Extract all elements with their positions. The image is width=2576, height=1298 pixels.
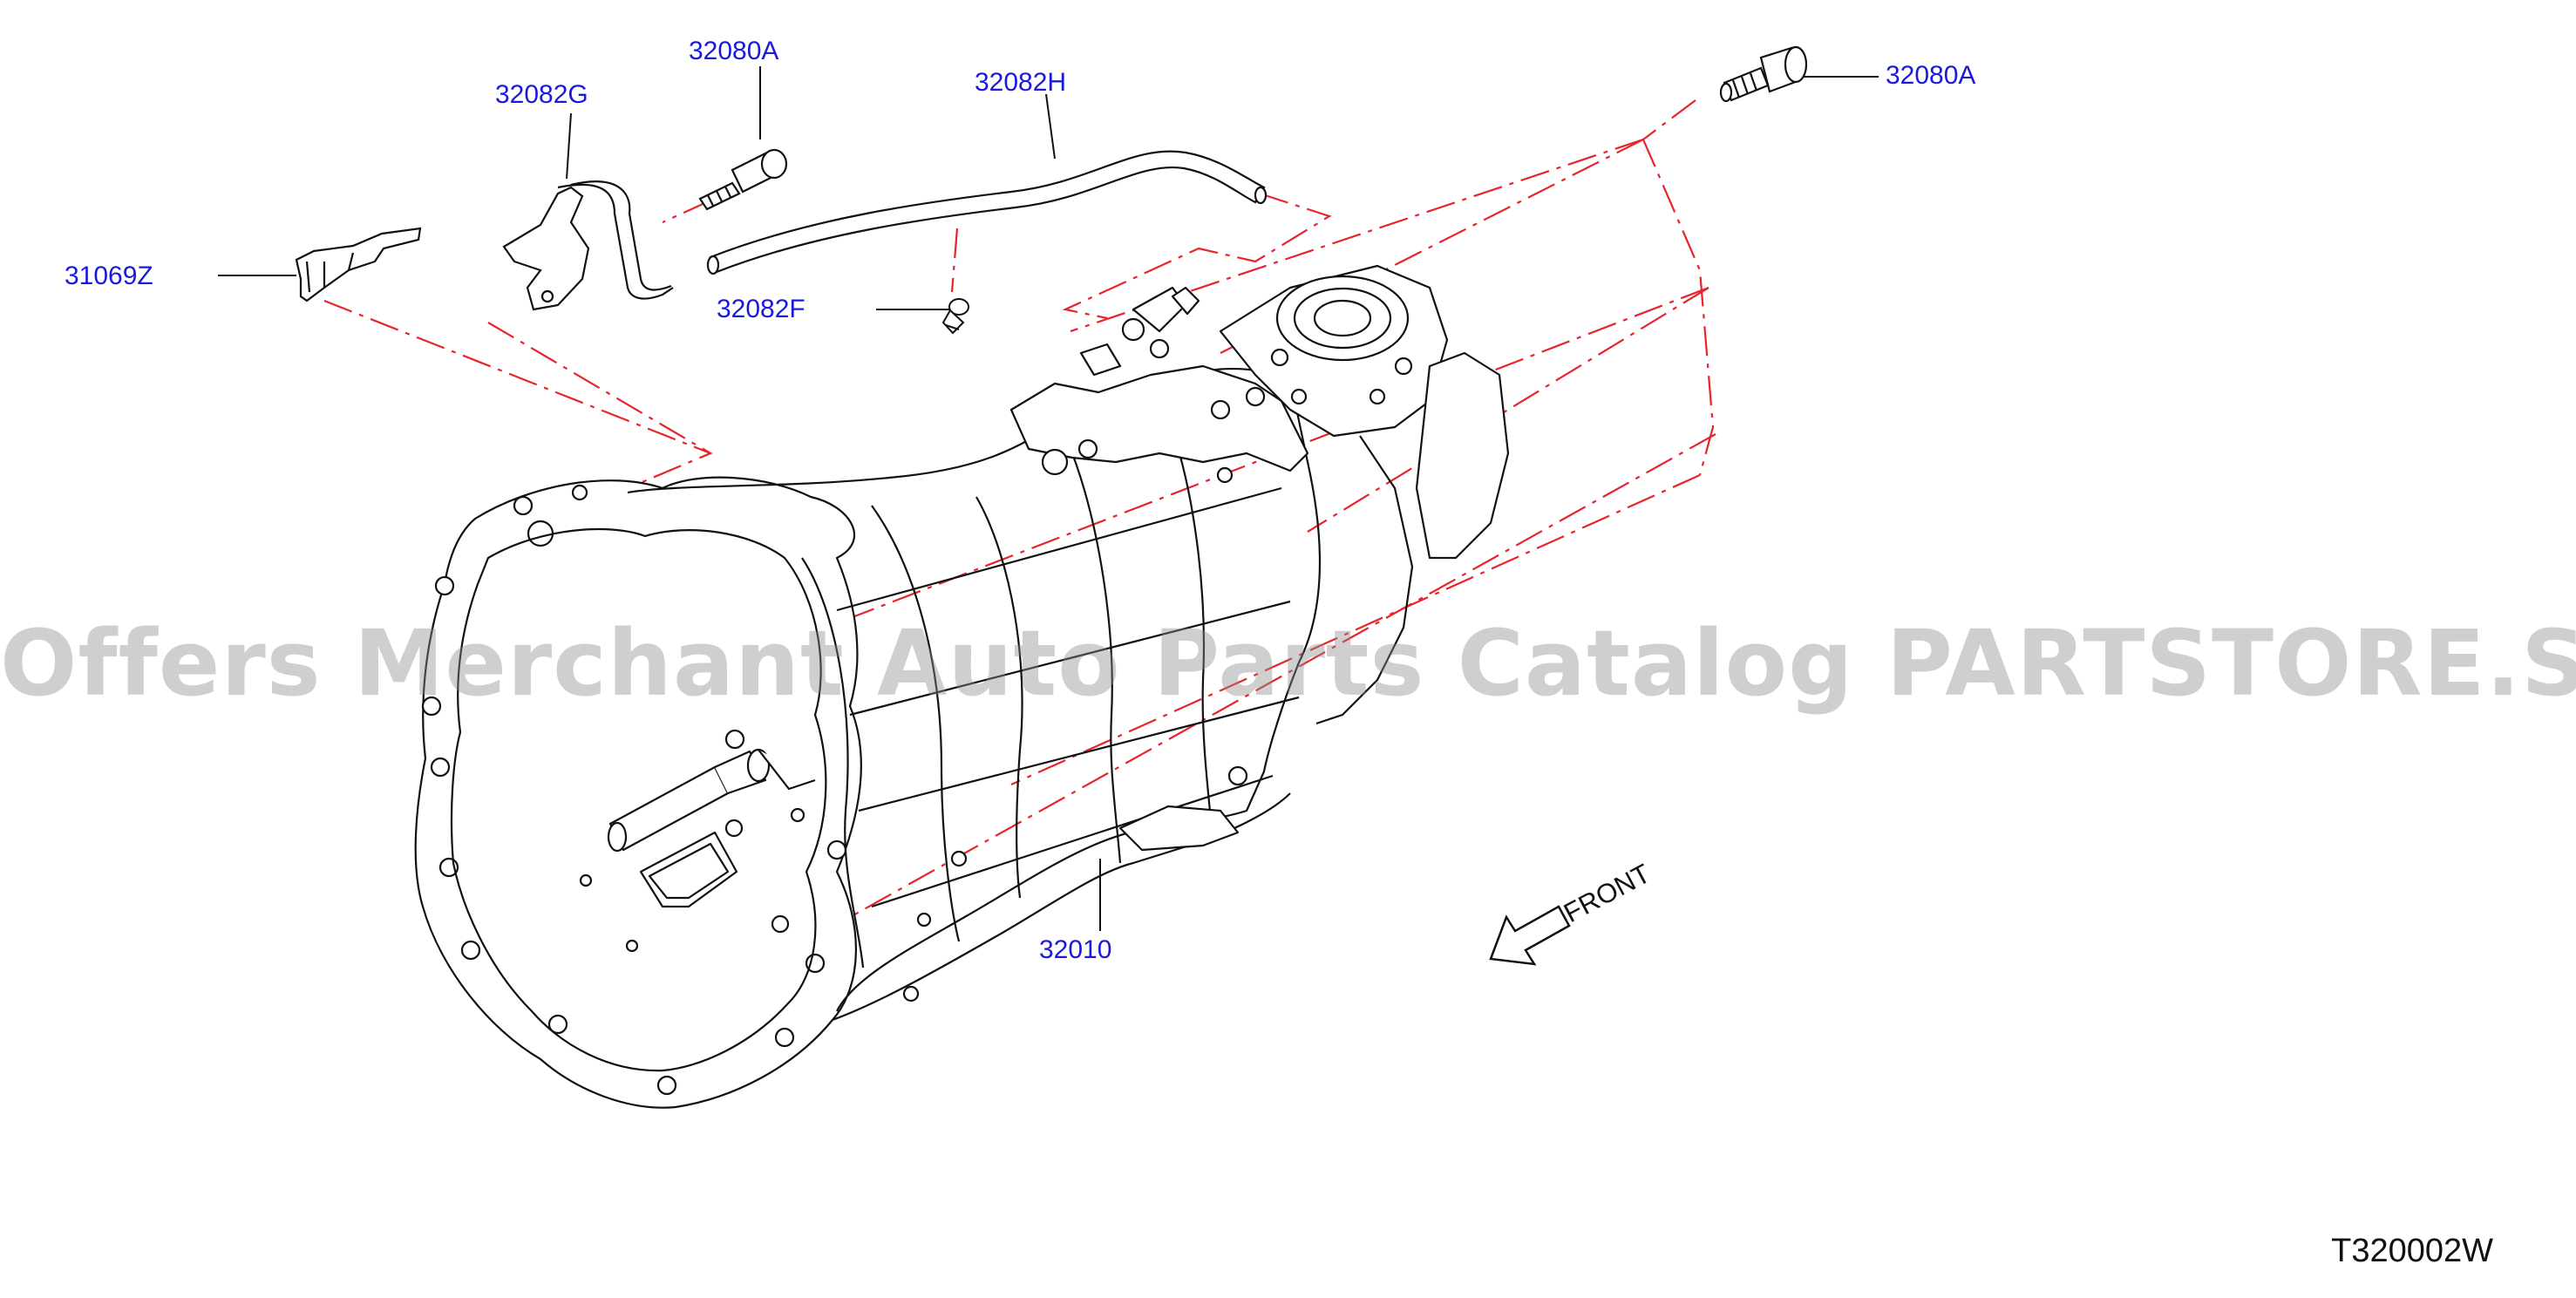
part-32080a-bolt-right[interactable] [1719, 45, 1808, 103]
front-arrow-icon [1489, 905, 1571, 966]
callout-32082g[interactable]: 32082G [495, 80, 588, 109]
callout-32082h[interactable]: 32082H [975, 68, 1067, 97]
callout-32080a-left[interactable]: 32080A [689, 37, 779, 65]
callout-32082f[interactable]: 32082F [717, 295, 805, 323]
callout-31069z[interactable]: 31069Z [65, 262, 153, 290]
part-32082h-hose[interactable] [706, 150, 1268, 275]
diagram-code: T320002W [2331, 1233, 2493, 1269]
part-32082g-bracket[interactable] [502, 180, 674, 311]
part-32082f-clip[interactable] [941, 298, 969, 335]
part-32080a-bolt-left[interactable] [698, 148, 788, 211]
part-32010-transmission[interactable] [414, 264, 1510, 1109]
part-31069z-bracket[interactable] [295, 227, 422, 302]
leader-lines [218, 66, 1879, 931]
watermark: Offers Merchant Auto Parts Catalog PARTS… [0, 610, 2576, 717]
callout-32010[interactable]: 32010 [1039, 935, 1112, 964]
callout-32080a-right[interactable]: 32080A [1886, 61, 1976, 90]
